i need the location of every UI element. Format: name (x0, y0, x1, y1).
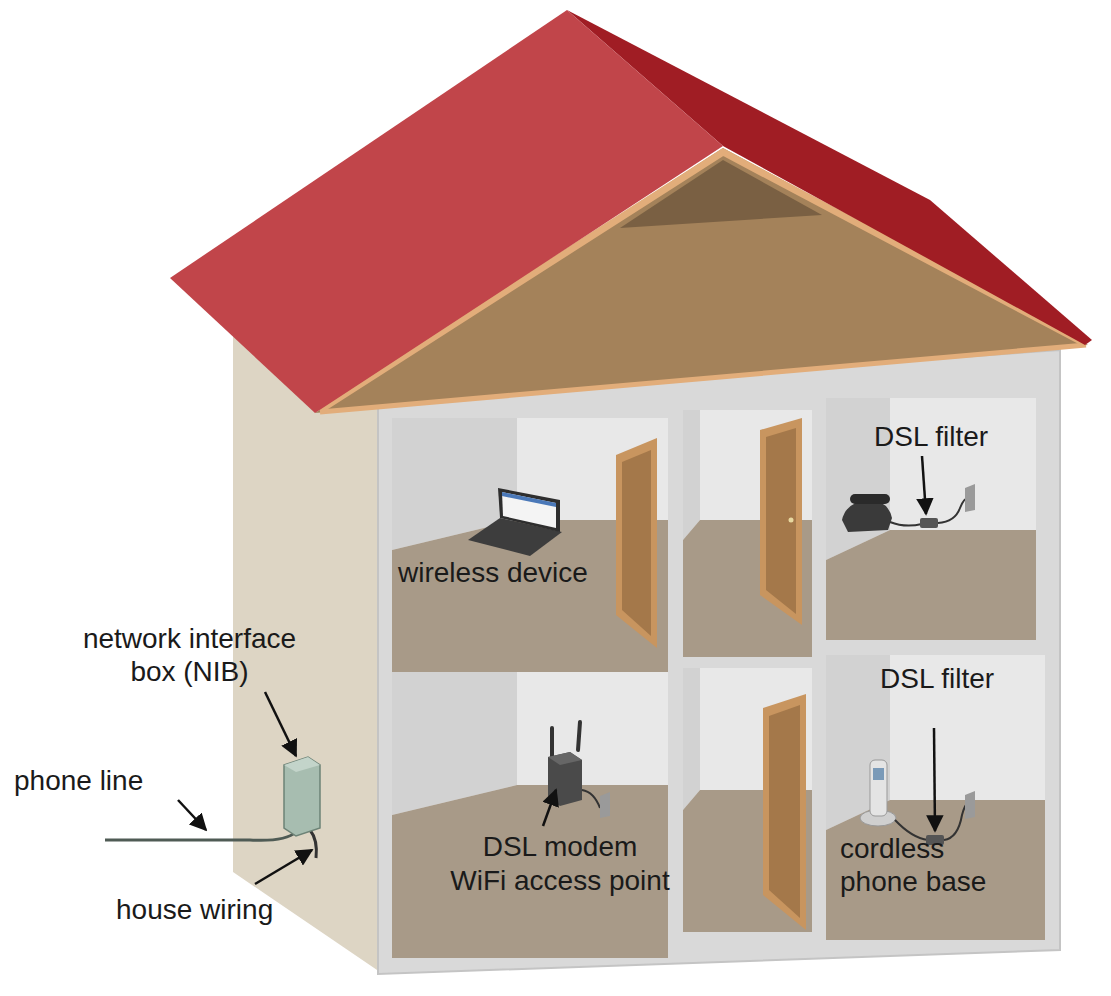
router-icon (548, 722, 610, 818)
rooms (392, 398, 1045, 958)
access-point-label: WiFi access point (440, 864, 680, 897)
cordless-phone (860, 760, 975, 845)
filter-label: DSL filter (880, 662, 994, 695)
device-label: wireless device (398, 556, 588, 589)
filter-label: DSL filter (874, 420, 988, 453)
desk-phone (842, 484, 975, 532)
laptop-icon (468, 488, 562, 556)
cordless-label: cordless phone base (840, 832, 1025, 898)
line-label: phone line (14, 764, 143, 797)
nib-label: network interface box (NIB) (62, 622, 317, 688)
doors (616, 418, 806, 930)
front-frame (378, 350, 1060, 974)
leader-arrows (178, 456, 935, 884)
modem-label: DSL modem (440, 830, 680, 863)
wiring-label: house wiring (116, 893, 273, 926)
roof (170, 10, 1092, 413)
